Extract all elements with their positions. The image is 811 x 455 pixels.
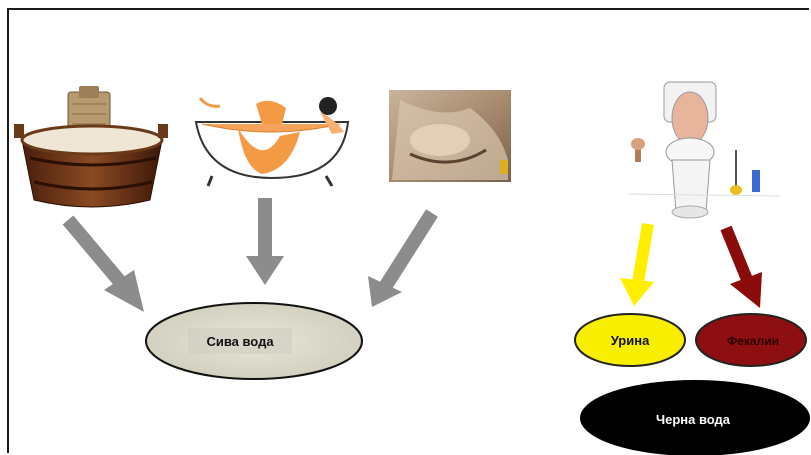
- grey-arrow-left: [62, 215, 144, 312]
- dishwashing-icon: [389, 90, 511, 182]
- red-arrow: [720, 225, 762, 308]
- grey-water-node: Сива вода: [145, 302, 363, 380]
- urine-node: Урина: [574, 313, 686, 367]
- urine-label: Урина: [611, 333, 650, 348]
- grey-water-label: Сива вода: [206, 334, 274, 349]
- feces-node: Фекалии: [695, 313, 807, 367]
- toilet-icon: [627, 81, 781, 219]
- washtub-icon: [14, 86, 168, 208]
- bathtub-icon: [194, 97, 350, 187]
- feces-label: Фекалии: [727, 334, 779, 348]
- slide-frame: [7, 8, 809, 453]
- grey-arrow-middle: [246, 198, 284, 285]
- yellow-arrow: [620, 222, 654, 306]
- black-water-node: Черна вода: [580, 380, 810, 455]
- black-water-label: Черна вода: [656, 412, 731, 427]
- grey-arrow-right: [368, 209, 438, 307]
